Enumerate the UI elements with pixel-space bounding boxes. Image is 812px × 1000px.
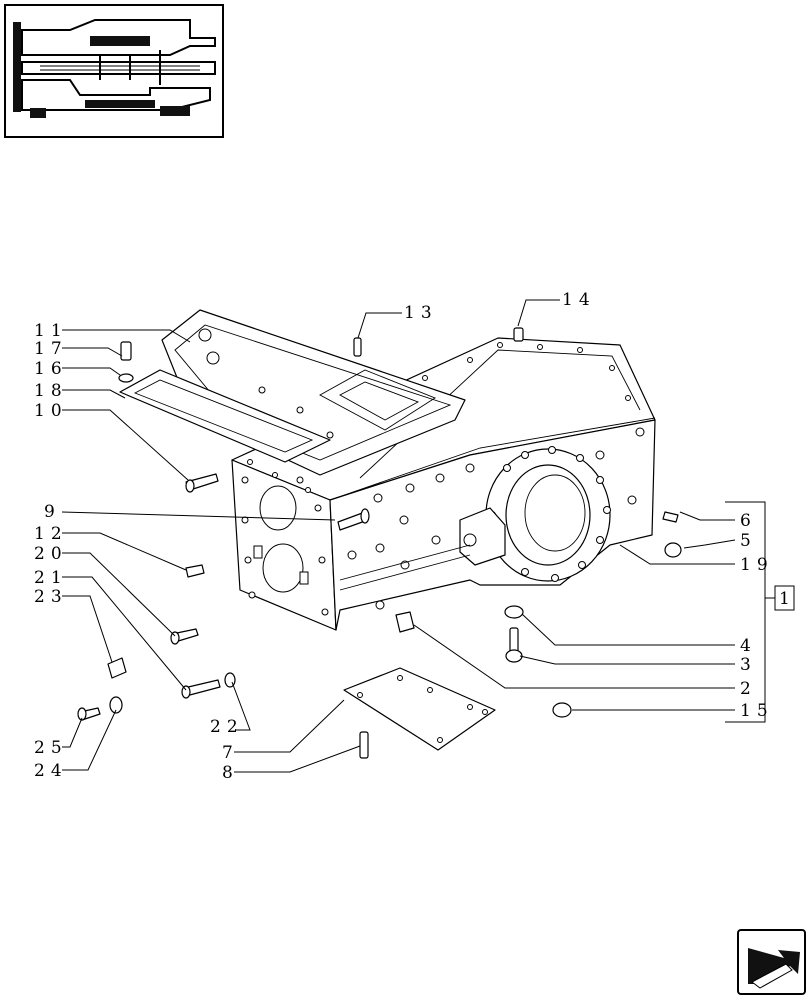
callout-10: 10 bbox=[34, 401, 68, 421]
callout-18: 18 bbox=[34, 381, 68, 401]
callout-21: 21 bbox=[34, 568, 68, 588]
callout-23: 23 bbox=[34, 587, 68, 607]
callout-16: 16 bbox=[34, 359, 68, 379]
callout-12: 12 bbox=[34, 524, 68, 544]
callout-4: 4 bbox=[740, 636, 757, 656]
small-parts bbox=[77, 327, 682, 759]
bottom-cover-plate bbox=[343, 667, 496, 751]
callout-15: 15 bbox=[740, 701, 774, 721]
callout-5: 5 bbox=[740, 531, 757, 551]
callout-labels: 11 17 16 18 10 9 12 20 21 23 25 24 22 7 … bbox=[34, 290, 774, 783]
kit-box: 1 bbox=[774, 585, 795, 611]
leader-lines bbox=[61, 299, 775, 773]
navigation-arrow-icon[interactable] bbox=[737, 929, 806, 995]
callout-9: 9 bbox=[44, 502, 61, 522]
callout-19: 19 bbox=[740, 555, 774, 575]
gasket bbox=[119, 369, 331, 463]
callout-17: 17 bbox=[34, 339, 68, 359]
callout-22: 22 bbox=[210, 717, 244, 737]
callout-3: 3 bbox=[740, 655, 757, 675]
callout-11: 11 bbox=[34, 321, 68, 341]
callout-25: 25 bbox=[34, 738, 68, 758]
callout-14: 14 bbox=[562, 290, 596, 310]
callout-20: 20 bbox=[34, 544, 68, 564]
transmission-section-thumbnail-icon[interactable] bbox=[4, 4, 224, 138]
kit-box-label: 1 bbox=[779, 589, 790, 609]
callout-2: 2 bbox=[740, 679, 757, 699]
callout-7: 7 bbox=[222, 743, 239, 763]
callout-6: 6 bbox=[740, 511, 757, 531]
callout-13: 13 bbox=[404, 303, 438, 323]
callout-24: 24 bbox=[34, 761, 68, 781]
callout-8: 8 bbox=[222, 763, 239, 783]
